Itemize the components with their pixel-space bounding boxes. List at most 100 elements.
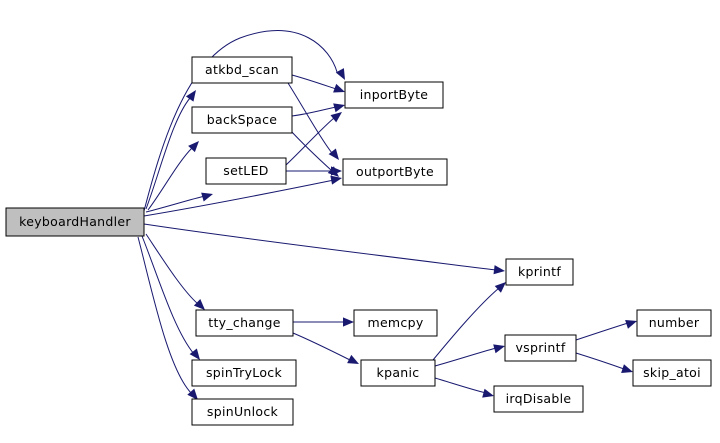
node-box[interactable] [191,56,293,84]
node-box[interactable] [191,359,297,387]
edge-line [291,74,337,90]
arrow-head-icon [187,388,198,400]
node-box[interactable] [353,309,438,337]
edge-tty_change-to-memcpy [293,317,354,327]
node-box[interactable] [632,359,712,387]
node-box[interactable] [5,207,145,237]
edge-line [292,332,351,361]
edge-keyboardHandler-to-tty_change [145,233,205,310]
edge-keyboardHandler-to-spinTryLock [141,235,200,360]
edge-line [145,97,191,210]
edge-line [141,235,195,355]
node-label: skip_atoi [643,365,701,380]
arrow-head-icon [193,299,205,310]
node-box[interactable] [191,398,294,426]
node-spinUnlock[interactable]: spinUnlock [191,398,294,426]
node-outportByte[interactable]: outportByte [342,158,448,186]
edge-line [145,195,206,213]
node-label: atkbd_scan [205,62,279,77]
node-backSpace[interactable]: backSpace [191,106,293,134]
node-box[interactable] [504,334,577,362]
arrow-head-icon [189,348,200,360]
node-label: irqDisable [506,391,572,406]
node-tty_change[interactable]: tty_change [195,309,294,337]
arrow-head-icon [493,265,505,275]
node-label: spinTryLock [206,365,282,380]
edge-line [137,236,193,395]
edge-line [289,129,332,171]
arrow-head-icon [493,344,505,354]
edge-line [145,233,199,305]
edge-kpanic-to-kprintf [432,282,506,361]
node-spinTryLock[interactable]: spinTryLock [191,359,297,387]
arrow-head-icon [330,175,342,185]
node-kpanic[interactable]: kpanic [360,359,436,387]
node-box[interactable] [505,258,574,286]
edge-line [147,147,193,211]
node-label: number [649,315,700,330]
node-box[interactable] [342,158,448,186]
edge-line [432,287,500,361]
node-label: inportByte [360,87,429,102]
edge-tty_change-to-kpanic [292,332,359,364]
arrow-head-icon [330,112,342,123]
node-label: setLED [223,163,268,178]
arrow-head-icon [333,103,345,113]
edge-line [434,347,497,367]
node-label: backSpace [207,112,278,127]
node-label: spinUnlock [207,404,279,419]
node-label: keyboardHandler [19,214,131,229]
node-inportByte[interactable]: inportByte [344,81,444,109]
arrow-head-icon [333,83,345,93]
nodes-layer: keyboardHandler atkbd_scan backSpace setLED… [5,56,712,426]
edge-keyboardHandler-to-kprintf [143,223,505,275]
node-atkbd_scan[interactable]: atkbd_scan [191,56,293,84]
node-box[interactable] [360,359,436,387]
edge-atkbd_scan-to-outportByte [287,82,339,160]
node-box[interactable] [636,309,712,337]
node-box[interactable] [493,385,584,413]
node-label: tty_change [208,315,280,330]
arrow-head-icon [625,320,637,329]
node-memcpy[interactable]: memcpy [353,309,438,337]
edge-keyboardHandler-to-backSpace [147,141,199,211]
edge-line [287,82,333,154]
node-label: outportByte [356,164,434,179]
node-keyboardHandler[interactable]: keyboardHandler [5,207,145,237]
arrow-head-icon [343,317,354,327]
node-label: kprintf [518,264,561,279]
edge-kpanic-to-vsprintf [434,344,505,367]
edge-line [143,223,497,271]
edge-backSpace-to-inportByte [291,103,345,117]
edge-atkbd_scan-to-inportByte [291,74,345,93]
node-box[interactable] [191,106,293,134]
edge-kpanic-to-irqDisable [434,377,494,398]
node-irqDisable[interactable]: irqDisable [493,385,584,413]
node-kprintf[interactable]: kprintf [505,258,574,286]
node-vsprintf[interactable]: vsprintf [504,334,577,362]
arrow-head-icon [331,166,342,176]
arrow-head-icon [188,141,199,153]
edge-line [434,377,487,394]
node-label: vsprintf [515,340,565,355]
arrow-head-icon [621,364,633,373]
edge-keyboardHandler-to-spinUnlock [137,236,198,400]
node-setLED[interactable]: setLED [205,157,287,185]
node-label: kpanic [377,365,420,380]
edge-keyboardHandler-to-inportByte [143,30,345,212]
edges-layer [137,30,637,400]
edge-line [143,179,335,217]
node-skip_atoi[interactable]: skip_atoi [632,359,712,387]
node-number[interactable]: number [636,309,712,337]
edge-line [575,322,629,341]
edge-keyboardHandler-to-setLED [145,192,213,213]
node-box[interactable] [205,157,287,185]
node-box[interactable] [344,81,444,109]
arrow-head-icon [201,192,213,202]
arrow-head-icon [482,388,494,398]
edge-vsprintf-to-number [575,320,637,341]
node-box[interactable] [195,309,294,337]
edge-setLED-to-inportByte [285,112,342,166]
edge-vsprintf-to-skip_atoi [575,352,633,373]
